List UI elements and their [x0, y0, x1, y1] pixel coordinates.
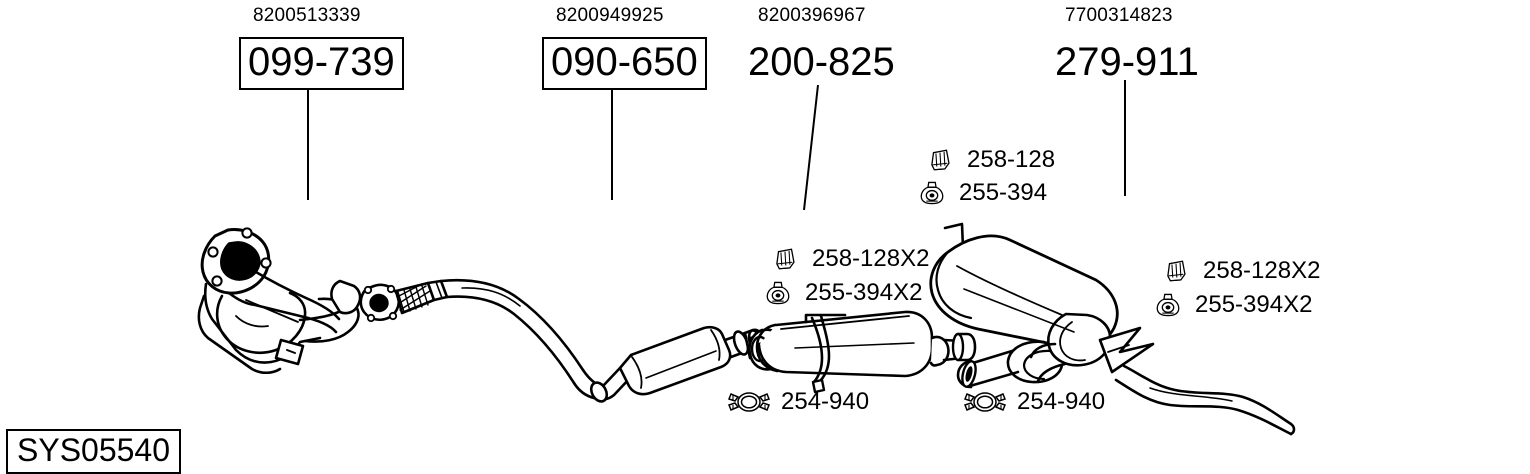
rubber-mount-icon	[920, 181, 944, 205]
oem-number-3: 8200396967	[758, 5, 866, 26]
hardware-label: 255-394	[959, 179, 1048, 206]
part-reference-4: 279-911	[1055, 40, 1199, 84]
part-front-pipe	[361, 280, 602, 398]
leader-line-2	[611, 90, 613, 200]
hardware-callout-tail-hanger: 258-128X2	[1163, 258, 1320, 284]
rubber-hanger-icon	[1167, 260, 1186, 282]
hardware-callout-rear-hanger: 258-128	[927, 147, 1055, 173]
oem-number-4: 7700314823	[1065, 5, 1173, 26]
rubber-mount-icon	[766, 281, 790, 305]
part-reference-2: 090-650	[542, 37, 707, 90]
leader-line-4	[1124, 80, 1126, 196]
hardware-label: 254-940	[781, 388, 870, 415]
oem-number-2: 8200949925	[556, 5, 664, 26]
part-reference-1: 099-739	[239, 37, 404, 90]
hardware-callout-centre-hanger: 258-128X2	[772, 246, 929, 272]
hardware-label: 254-940	[1017, 388, 1106, 415]
hardware-label: 255-394X2	[805, 279, 923, 306]
rubber-hanger-icon	[776, 248, 795, 270]
hardware-label: 255-394X2	[1195, 291, 1313, 318]
part-rear-tailpipe	[1100, 328, 1294, 434]
part-centre-silencer	[749, 312, 975, 392]
rubber-mount-icon	[1156, 293, 1180, 317]
leader-line-3	[803, 85, 819, 210]
oem-number-1: 8200513339	[253, 5, 361, 26]
hardware-callout-centre-mount: 255-394X2	[765, 280, 922, 306]
rubber-hanger-icon	[931, 149, 950, 171]
hardware-callout-clamp-rear: 254-940	[963, 388, 1105, 416]
exhaust-clamp-icon	[964, 392, 1006, 412]
leader-line-1	[307, 90, 309, 200]
hardware-label: 258-128X2	[812, 245, 930, 272]
hardware-label: 258-128X2	[1203, 257, 1321, 284]
exhaust-clamp-icon	[728, 392, 770, 412]
hardware-callout-rear-mount: 255-394	[919, 180, 1047, 206]
part-front-catalytic-converter	[199, 228, 360, 372]
hardware-callout-tail-mount: 255-394X2	[1155, 292, 1312, 318]
system-id-badge: SYS05540	[6, 429, 182, 474]
part-rear-silencer	[931, 224, 1117, 388]
hardware-label: 258-128	[967, 146, 1056, 173]
hardware-callout-clamp-centre: 254-940	[727, 388, 869, 416]
part-reference-3: 200-825	[748, 40, 895, 84]
